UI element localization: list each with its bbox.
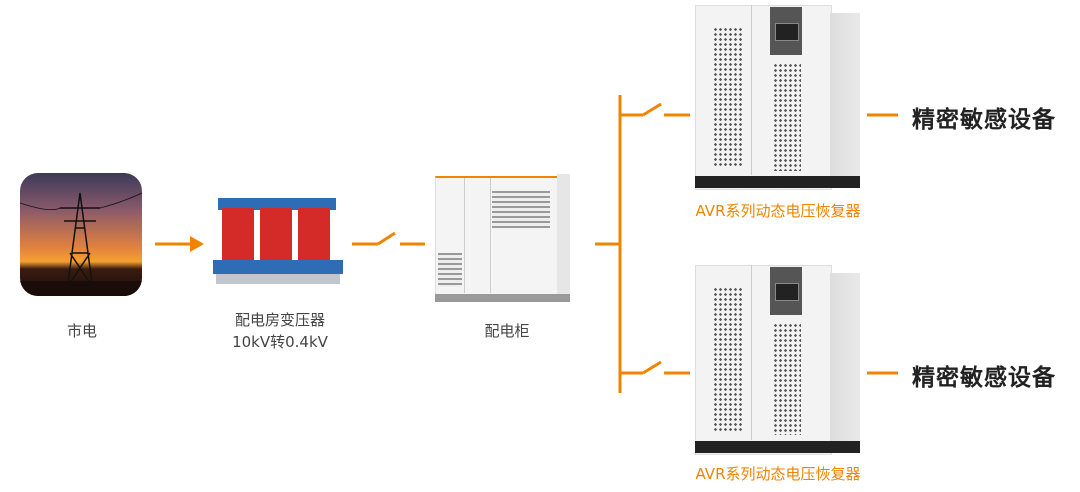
avr-label-top: AVR系列动态电压恢复器	[695, 202, 861, 220]
transformer-label: 配电房变压器	[234, 311, 325, 329]
avr-device-top	[695, 5, 860, 190]
grid-label: 市电	[66, 322, 97, 340]
power-tower-icon	[20, 192, 142, 296]
cabinet-label: 配电柜	[484, 322, 530, 340]
avr-device-bottom	[695, 265, 860, 455]
distribution-cabinet-image	[435, 170, 570, 302]
arrow-head-icon	[190, 236, 204, 252]
load-label-bottom: 精密敏感设备	[912, 365, 1056, 391]
switch-branch-bottom	[620, 360, 690, 375]
transformer-spec: 10kV转0.4kV	[232, 333, 328, 351]
switch-main	[352, 231, 425, 246]
transformer-image	[208, 180, 348, 290]
avr-label-bottom: AVR系列动态电压恢复器	[695, 465, 861, 483]
switch-branch-top	[620, 102, 690, 117]
power-tower-photo	[20, 173, 142, 296]
load-label-top: 精密敏感设备	[912, 107, 1056, 133]
